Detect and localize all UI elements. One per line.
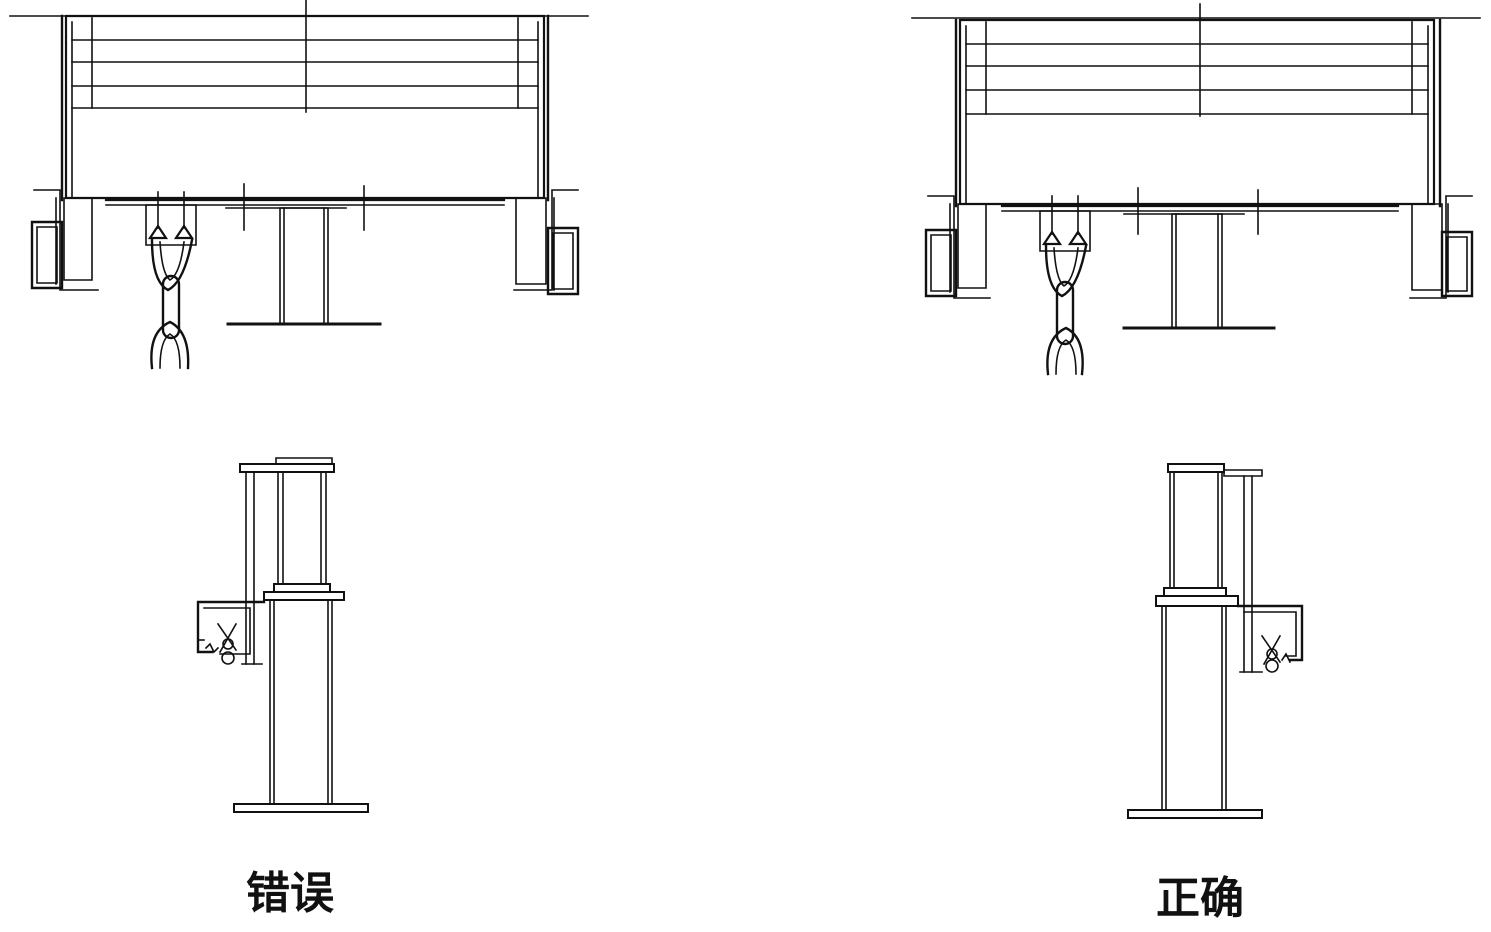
- correct-box-elevation: [912, 4, 1480, 374]
- wrong-label: 错误: [246, 868, 334, 919]
- correct-label: 正确: [1156, 873, 1244, 924]
- wrong-box-elevation: [10, 0, 588, 368]
- correct-column-side-view: [1128, 464, 1302, 818]
- wrong-column-side-view: [198, 458, 368, 812]
